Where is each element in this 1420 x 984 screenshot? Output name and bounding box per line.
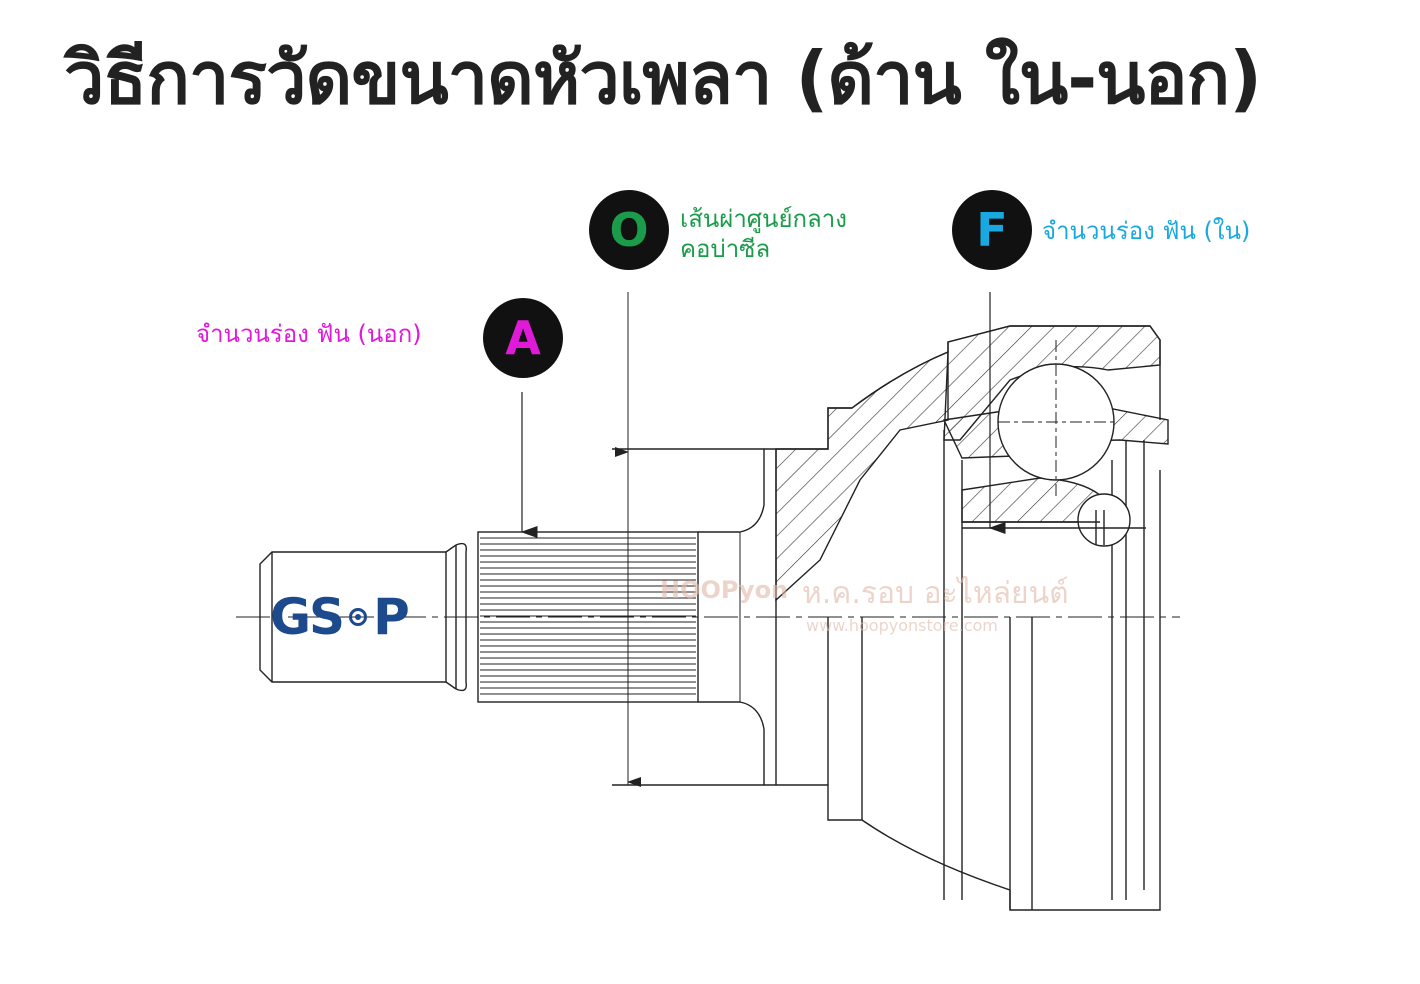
callout-o-label-line1: เส้นผ่าศูนย์กลาง (680, 205, 847, 233)
callout-o-badge: O (589, 190, 669, 270)
gsp-logo: GS P (270, 588, 442, 646)
hatched-neck-section (775, 350, 949, 602)
watermark-brand: HOOPyon (660, 576, 789, 604)
watermark-shop: ห.ค.รอบ อะไหล่ยนต์ (802, 576, 1069, 611)
callout-a-label: จำนวนร่อง ฟัน (นอก) (196, 320, 422, 348)
callout-f-letter: F (976, 203, 1008, 257)
callout-f-badge: F (952, 190, 1032, 270)
shaft-neck (612, 448, 765, 533)
callout-o-label-line2: คอบ่าซีล (680, 235, 771, 263)
gsp-logo-right: P (373, 588, 410, 646)
gsp-logo-left: GS (270, 588, 345, 646)
callout-a-letter: A (505, 311, 541, 365)
page-title: วิธีการวัดขนาดหัวเพลา (ด้าน ใน-นอก) (64, 36, 1262, 120)
callout-a-badge: A (483, 298, 563, 378)
spline-section (477, 531, 699, 703)
watermark-url: www.hoopyonstore.com (806, 616, 998, 635)
gsp-logo-dot-icon (349, 608, 368, 626)
callout-f-label: จำนวนร่อง ฟัน (ใน) (1042, 217, 1251, 245)
callout-o-letter: O (609, 203, 649, 257)
